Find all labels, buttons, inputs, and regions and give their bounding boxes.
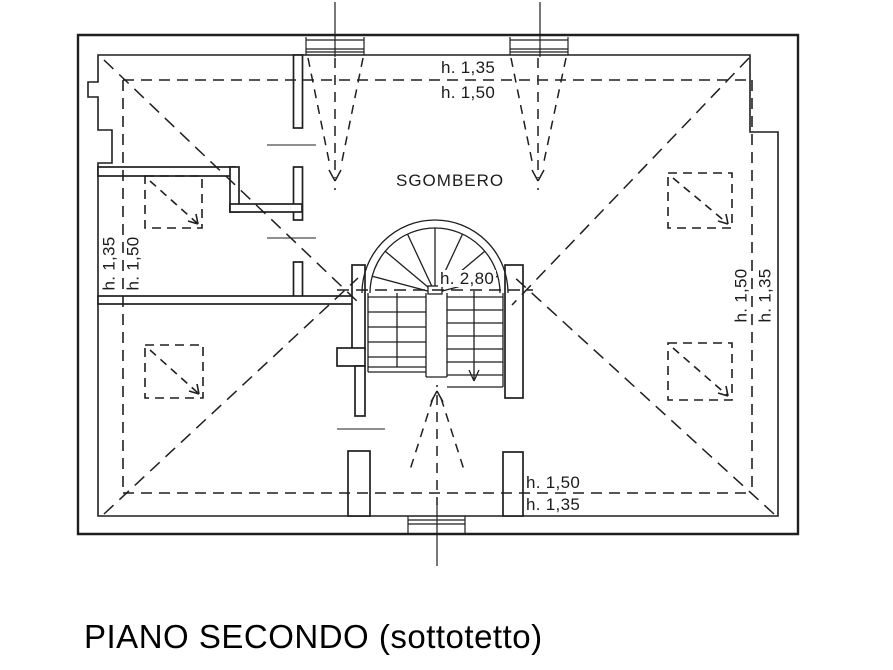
wall-stub-hall-right: [502, 451, 524, 517]
slope-arrow-up-bottom-icon: [408, 385, 466, 505]
partition-walls: [97, 54, 524, 517]
height-label-top-outer: h. 1,35: [441, 58, 496, 77]
partition-left-rooms-upper: [292, 54, 304, 129]
partition-left-rooms-middle: [292, 166, 304, 221]
roof-square-top-right: [667, 172, 733, 229]
stair-height-label: h. 2,80: [438, 269, 497, 288]
section-lines: [334, 2, 541, 566]
stairwell-wall-left-lower: [354, 365, 366, 417]
height-contour-lines: [122, 79, 753, 494]
partition-room-a-b: [97, 166, 236, 177]
wall-stub-hall-left: [347, 450, 371, 517]
door-openings: [267, 144, 385, 430]
roof-square-bottom-right: [667, 342, 733, 401]
perimeter-walls: [76, 33, 800, 536]
slope-arrow-down-right-icon: [510, 57, 567, 190]
window-top-right: [509, 37, 569, 55]
stairwell-wall-left-jog: [336, 347, 366, 367]
stair-treads-left: [367, 293, 427, 377]
outer-wall-line: [76, 33, 800, 536]
height-label-left-outer: h. 1,35: [99, 236, 119, 291]
plan-title: PIANO SECONDO (sottotetto): [84, 618, 543, 655]
roof-square-bottom-left: [144, 344, 204, 399]
staircase: [361, 219, 509, 388]
stair-treads-right: [447, 293, 504, 388]
height-label-bottom-outer: h. 1,35: [526, 495, 581, 514]
slope-arrows: [307, 57, 567, 505]
height-label-right-inner: h. 1,50: [731, 268, 751, 323]
stair-divider: [426, 293, 448, 378]
height-label-left-inner: h. 1,50: [123, 236, 143, 291]
roof-opening-squares: [144, 172, 733, 401]
inner-wall-line: [87, 54, 779, 517]
height-label-bottom-inner: h. 1,50: [526, 473, 581, 492]
partition-step-horizontal: [229, 203, 303, 213]
stair-direction-arrow-icon: [468, 291, 480, 382]
roof-hip-lines: [103, 57, 775, 515]
room-label-sgombero: SGOMBERO: [396, 171, 505, 190]
height-label-top-inner: h. 1,50: [441, 83, 496, 102]
roof-dashed-layer: [103, 57, 775, 515]
roof-square-top-left: [144, 175, 203, 229]
height-label-right-outer: h. 1,35: [755, 268, 775, 323]
stairwell-wall-right: [504, 264, 524, 399]
slope-arrow-down-left-icon: [307, 57, 364, 190]
